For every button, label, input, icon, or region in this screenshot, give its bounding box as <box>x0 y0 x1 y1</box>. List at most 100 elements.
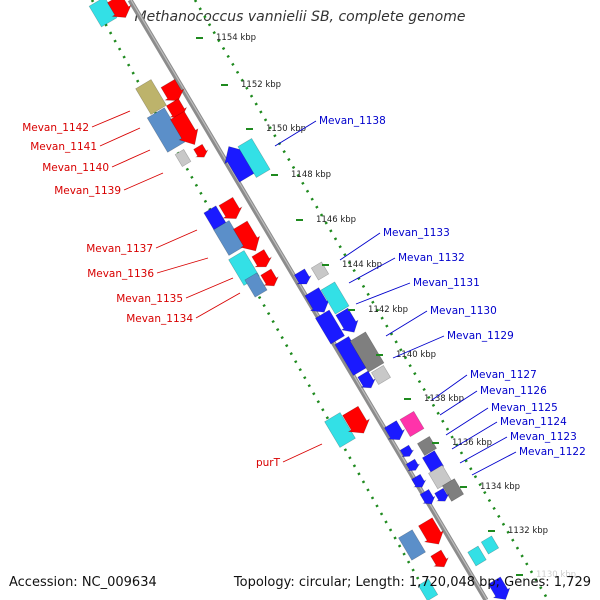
right-leader-line <box>445 407 489 436</box>
gene-labels: Mevan_1142Mevan_1141Mevan_1140Mevan_1139… <box>22 110 586 476</box>
gene-cyan-bottom <box>417 578 439 600</box>
kbp-tick-label: 1140 kbp <box>396 350 436 360</box>
right-gene-label: Mevan_1131 <box>413 277 480 289</box>
right-gene-label: Mevan_1133 <box>383 227 450 239</box>
kbp-ticks: 1154 kbp 1152 kbp 1150 kbp 1148 kbp 1146 kbp… <box>196 33 576 580</box>
kbp-tick-label: 1142 kbp <box>368 305 408 315</box>
right-gene-label: Mevan_1126 <box>480 385 547 397</box>
gene-mevan-1126-gray <box>416 435 438 457</box>
gene-mevan-1132-arrow <box>304 287 330 313</box>
gene-purt-body <box>324 412 356 448</box>
gene-mevan-1124-arrow <box>411 473 427 488</box>
genome-stats-text: Topology: circular; Length: 1,720,048 bp… <box>233 575 591 590</box>
gene-red-arrow-9 <box>418 517 444 545</box>
gene-red-arrow-5 <box>218 196 243 219</box>
right-gene-label: Mevan_1125 <box>491 402 558 414</box>
gene-mevan-1142-body <box>135 79 167 115</box>
right-leader-line <box>348 257 396 284</box>
gene-mevan-1125-arrow <box>405 458 420 472</box>
right-gene-label: Mevan_1130 <box>430 305 497 317</box>
gene-mevan-1129-gray <box>370 364 392 386</box>
left-gene-label: purT <box>256 457 281 469</box>
right-leader-line <box>459 436 508 464</box>
left-leader-line <box>123 172 164 191</box>
left-gene-label: Mevan_1139 <box>54 185 121 197</box>
right-leader-line <box>451 421 498 450</box>
dotted-guides <box>90 0 550 600</box>
gene-red-arrow-7 <box>251 249 273 268</box>
right-gene-label: Mevan_1138 <box>319 115 386 127</box>
kbp-tick-label: 1154 kbp <box>216 33 256 43</box>
right-gene-label: Mevan_1127 <box>470 369 537 381</box>
right-gene-label: Mevan_1124 <box>500 416 567 428</box>
left-leader-line <box>111 149 151 168</box>
right-leader-line <box>392 335 445 359</box>
left-gene-label: Mevan_1134 <box>126 313 193 325</box>
accession-text: Accession: NC_009634 <box>9 575 157 590</box>
gene-mevan-1140-body <box>174 149 192 167</box>
kbp-tick-label: 1138 kbp <box>424 394 464 404</box>
kbp-tick-label: 1146 kbp <box>316 215 356 225</box>
left-gene-label: Mevan_1137 <box>86 243 153 255</box>
gene-red-arrow-1 <box>160 78 185 101</box>
gene-mevan-1133-gray <box>310 261 330 281</box>
gene-red-arrow-8 <box>260 268 279 287</box>
gene-mevan-1131-arrow <box>335 307 359 333</box>
right-leader-line <box>339 232 381 261</box>
left-leader-line <box>156 257 209 274</box>
left-gene-label: Mevan_1135 <box>116 293 183 305</box>
right-gene-label: Mevan_1122 <box>519 446 586 458</box>
kbp-tick-label: 1148 kbp <box>291 170 331 180</box>
gene-red-arrow-10 <box>430 549 449 568</box>
gene-blue-right-bottom <box>487 576 511 600</box>
left-gene-label: Mevan_1141 <box>30 141 97 153</box>
gene-mevan-1133-arrow <box>293 268 312 285</box>
kbp-tick-label: 1136 kbp <box>452 438 492 448</box>
gene-red-arrow-6 <box>233 220 261 252</box>
gene-mevan-1122-arrow <box>434 487 450 502</box>
left-gene-label: Mevan_1142 <box>22 122 89 134</box>
gene-mevan-1122-gray <box>441 478 465 502</box>
right-gene-label: Mevan_1132 <box>398 252 465 264</box>
gene-mevan-1132-cyan <box>320 281 350 315</box>
left-leader-line <box>282 443 323 463</box>
right-guide-dots <box>193 0 550 600</box>
gene-cyan-right-bottom <box>467 545 487 567</box>
gene-mevan-1124-gray <box>428 464 452 490</box>
gene-mevan-1134-body <box>244 272 268 298</box>
left-leader-line <box>99 127 141 147</box>
kbp-tick-label: 1144 kbp <box>342 260 382 270</box>
kbp-tick-label: 1130 kbp <box>536 570 576 580</box>
gene-mevan-1127-pink <box>399 410 425 438</box>
kbp-tick-label: 1152 kbp <box>241 80 281 90</box>
right-leader-line <box>439 390 478 416</box>
gene-cyan-right-bottom-2 <box>480 535 500 555</box>
gene-mevan-1126-arrow <box>399 444 414 458</box>
gene-mevan-1129-arrow <box>357 370 376 389</box>
gene-red-top <box>107 0 132 18</box>
kbp-tick-label: 1150 kbp <box>266 124 306 134</box>
left-leader-line <box>91 110 131 128</box>
right-leader-line <box>471 451 517 476</box>
gene-mevan-1138-cyan <box>237 138 271 178</box>
left-gene-label: Mevan_1140 <box>42 162 109 174</box>
left-leader-line <box>155 229 198 249</box>
right-leader-line <box>431 374 468 401</box>
gene-mevan-1127-arrow <box>383 420 406 441</box>
right-leader-line <box>385 310 428 337</box>
gene-red-arrow-4 <box>193 143 209 158</box>
left-leader-line <box>185 277 234 299</box>
kbp-tick-label: 1134 kbp <box>480 482 520 492</box>
gene-mevan-1131-body <box>315 309 345 345</box>
right-gene-label: Mevan_1129 <box>447 330 514 342</box>
kbp-tick-label: 1132 kbp <box>508 526 548 536</box>
gene-left-steel-bottom <box>398 529 426 561</box>
right-leader-line <box>274 120 317 147</box>
gene-red-arrow-3 <box>170 110 199 145</box>
gene-purt-arrow <box>342 405 371 434</box>
map-title: Methanococcus vannielii SB, complete gen… <box>134 9 466 25</box>
gene-mevan-1123-arrow <box>419 489 436 505</box>
left-gene-label: Mevan_1136 <box>87 268 154 280</box>
right-leader-line <box>355 282 411 305</box>
